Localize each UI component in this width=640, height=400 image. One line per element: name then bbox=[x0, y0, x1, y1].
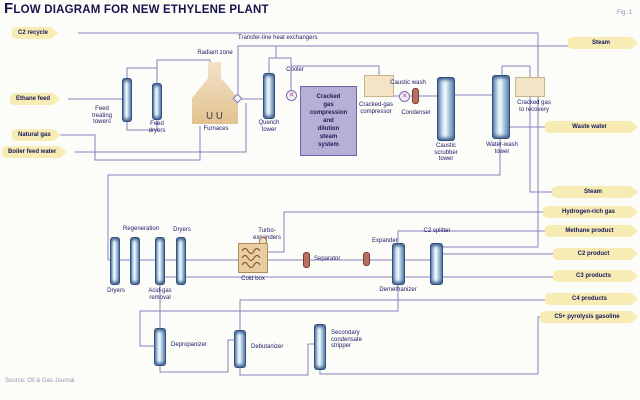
secondary-stripper-label: Secondary condensate stripper bbox=[331, 330, 363, 350]
water-wash-tower-column bbox=[492, 75, 510, 139]
condenser-vessel bbox=[412, 88, 419, 104]
stream-label-natural-gas: Natural gas bbox=[12, 129, 61, 141]
cold-box-label: Cold box bbox=[241, 276, 265, 282]
stream-label-c4-products: C4 products bbox=[545, 293, 638, 305]
caustic-tower-column bbox=[437, 77, 455, 141]
compression-system-note: Cracked gas compression and dilution ste… bbox=[300, 86, 357, 156]
turboexpander-label: Turbo- expanders bbox=[252, 228, 282, 241]
cold-box bbox=[238, 243, 268, 273]
depropanizer-column bbox=[154, 328, 166, 366]
stream-label-ethane-feed: Ethane feed bbox=[10, 93, 60, 105]
steam-drum-box bbox=[515, 77, 545, 97]
caustic-tower-label: Caustic scrubber tower bbox=[434, 143, 458, 163]
debutanizer-label: Debutanizer bbox=[251, 344, 284, 350]
demethanizer-column bbox=[392, 243, 405, 285]
expander-label: Expander bbox=[372, 238, 398, 244]
cracked-gas-compressor-label: Cracked-gas compressor bbox=[358, 102, 393, 115]
stream-label-methane-product: Methane product bbox=[545, 225, 638, 237]
cooler-label: Cooler bbox=[286, 67, 304, 73]
coil-icon bbox=[241, 248, 261, 268]
stream-label-hydrogen-rich-gas: Hydrogen-rich gas bbox=[543, 206, 638, 218]
stream-label-c2-product: C2 product bbox=[553, 248, 638, 260]
radiant-zone-label: Radiant zone bbox=[197, 50, 233, 56]
stream-label-c5-pyrolysis-gasoline: C5+ pyrolysis gasoline bbox=[540, 311, 638, 323]
secondary-stripper-column bbox=[314, 324, 326, 370]
feed-dryers-label: Feed dryers bbox=[148, 121, 166, 134]
dryer-column-1 bbox=[110, 237, 120, 285]
stream-label-waste-water: Waste water bbox=[545, 121, 638, 133]
cracked-gas-compressor-box bbox=[364, 75, 394, 97]
stream-label-steam-mid: Steam bbox=[552, 186, 638, 198]
caustic-wash-label: Caustic wash bbox=[390, 80, 426, 86]
c2-splitter-column bbox=[430, 243, 443, 285]
page-title: FLOW DIAGRAM FOR NEW ETHYLENE PLANT bbox=[4, 0, 269, 17]
feed-treater-column-2 bbox=[152, 83, 162, 120]
quench-tower-label: Quench tower bbox=[258, 120, 280, 133]
compressor-icon-2 bbox=[399, 91, 410, 102]
feed-treater-column-1 bbox=[122, 78, 132, 122]
dryer-column-3 bbox=[155, 237, 165, 285]
dryers-top-label: Dryers bbox=[173, 227, 191, 233]
dryer-column-2 bbox=[130, 237, 140, 285]
stream-label-boiler-feed-water: Boiler feed water bbox=[2, 146, 66, 158]
dryer-column-4 bbox=[176, 237, 186, 285]
expander-vessel bbox=[363, 252, 370, 266]
quench-tower-column bbox=[263, 73, 275, 119]
water-wash-tower-label: Water-wash tower bbox=[486, 142, 518, 155]
furnaces-label: Furnaces bbox=[203, 126, 229, 132]
compressor-icon-1 bbox=[286, 90, 297, 101]
transfer-line-exchangers-label: Transfer-line heat exchangers bbox=[238, 35, 318, 41]
source-note: Source: Oil & Gas Journal bbox=[5, 378, 75, 384]
feed-treaters-label: Feed treating towers bbox=[91, 106, 112, 126]
separator-vessel bbox=[303, 252, 310, 268]
debutanizer-column bbox=[234, 330, 246, 368]
demethanizer-label: Demethanizer bbox=[379, 287, 417, 293]
c2-splitter-label: C2 splitter bbox=[423, 228, 451, 234]
separator-label: Separator bbox=[314, 256, 341, 262]
figure-reference: Fig. 1 bbox=[616, 10, 632, 16]
regeneration-label: Regeneration bbox=[122, 226, 160, 232]
cracked-gas-note-label: Cracked gas to recovery bbox=[517, 100, 551, 113]
stream-label-steam-top: Steam bbox=[568, 37, 638, 49]
stream-label-c3-products: C3 products bbox=[553, 270, 638, 282]
dryers-label: Dryers bbox=[107, 288, 125, 294]
condenser-label: Condenser bbox=[401, 110, 431, 116]
stream-label-c2-recycle: C2 recycle bbox=[12, 27, 58, 39]
acid-gas-removal-label: Acid-gas removal bbox=[148, 288, 172, 301]
depropanizer-label: Depropanizer bbox=[171, 342, 208, 348]
